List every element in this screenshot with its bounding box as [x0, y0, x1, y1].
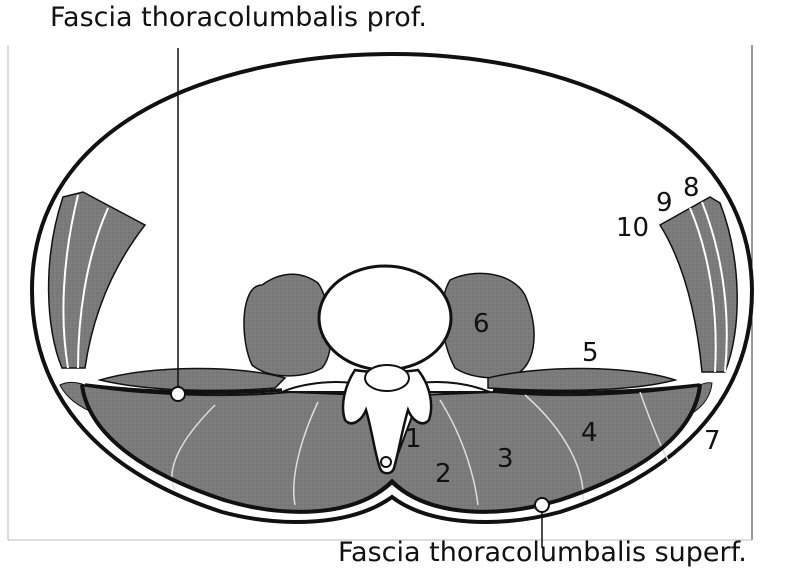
spinous-tip	[381, 457, 391, 467]
label-8: 8	[683, 173, 700, 203]
left-psoas-muscle	[244, 274, 331, 376]
right-transverse-process	[420, 382, 490, 392]
spinal-canal	[365, 365, 409, 391]
label-2: 2	[435, 459, 452, 489]
pointer-dot-deep	[171, 387, 185, 401]
label-4: 4	[581, 418, 598, 448]
left-posterior-layer	[100, 368, 285, 390]
label-5: 5	[582, 338, 599, 368]
right-lateral-abdominal-muscles	[660, 197, 737, 372]
label-6: 6	[473, 309, 490, 339]
left-transverse-process	[282, 382, 352, 392]
label-9: 9	[656, 188, 673, 218]
label-fascia-thoracolumbalis-superf: Fascia thoracolumbalis superf.	[338, 537, 747, 568]
label-3: 3	[497, 444, 514, 474]
left-lateral-abdominal-muscles	[49, 192, 145, 368]
label-1: 1	[405, 424, 422, 454]
label-7: 7	[704, 426, 721, 456]
pointer-dot-superficial	[535, 498, 549, 512]
vertebral-body	[319, 266, 451, 370]
label-10: 10	[616, 213, 649, 243]
